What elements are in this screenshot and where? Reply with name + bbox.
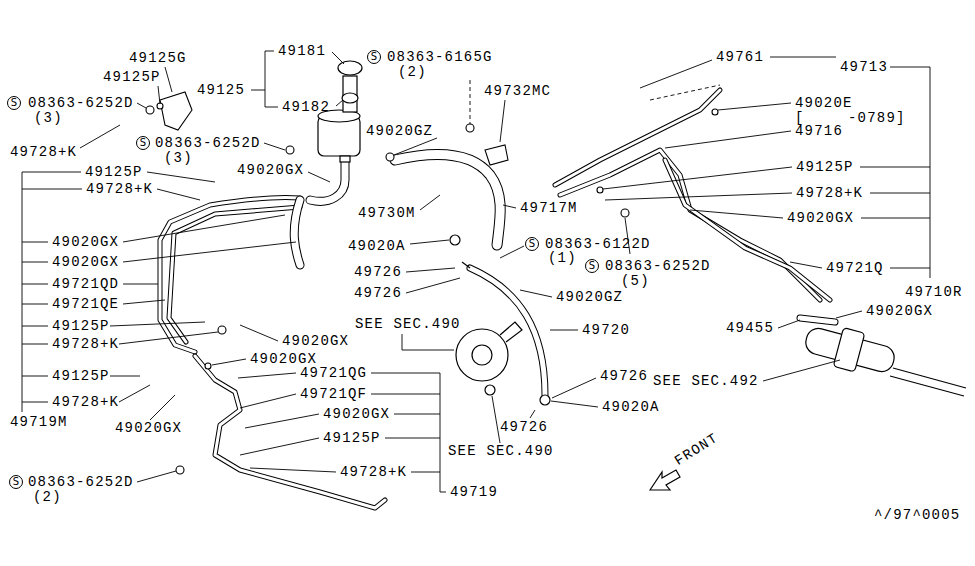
symbol-letter: S xyxy=(13,477,19,487)
part-label: 49020A xyxy=(348,237,406,255)
part-label: 49713 xyxy=(840,58,888,76)
part-label: 49182 xyxy=(282,98,330,116)
part-label: 49728+K xyxy=(52,335,119,353)
tubes xyxy=(160,90,835,508)
part-label: 49719 xyxy=(450,483,498,501)
part-label: 49732MC xyxy=(484,82,551,100)
part-label: SEE SEC.492 xyxy=(653,372,759,390)
part-label: 49020GX xyxy=(52,253,119,271)
part-label: 49730M xyxy=(358,204,416,222)
part-label: SEE SEC.490 xyxy=(448,442,554,460)
circled-symbol: S xyxy=(525,237,539,251)
part-label: 49125 xyxy=(197,81,245,99)
part-label: 08363-6165G xyxy=(387,48,493,66)
part-label: 49020GX xyxy=(52,233,119,251)
part-label: 49721Q xyxy=(826,259,884,277)
part-label: 49020GX xyxy=(282,332,349,350)
symbol-letter: S xyxy=(589,261,595,271)
part-label: 49728+K xyxy=(340,463,407,481)
part-label: 49721QF xyxy=(300,385,367,403)
part-label: 49726 xyxy=(354,263,402,281)
part-label: 49125P xyxy=(323,429,381,447)
part-label: 49720 xyxy=(582,321,630,339)
part-label: FRONT xyxy=(671,429,721,470)
front-arrow xyxy=(650,470,680,490)
part-label: (3) xyxy=(34,109,63,127)
part-label: 49721QG xyxy=(300,364,367,382)
part-label: (2) xyxy=(33,488,62,506)
part-label: 08363-6252D xyxy=(605,257,711,275)
circled-symbol: S xyxy=(7,96,21,110)
part-label: 49726 xyxy=(354,284,402,302)
part-label: 49726 xyxy=(500,418,548,436)
part-label: SEE SEC.490 xyxy=(355,315,461,333)
part-label: 49125G xyxy=(129,49,187,67)
part-label: 49020GX xyxy=(323,405,390,423)
circled-symbol: S xyxy=(136,136,150,150)
part-label: 49125P xyxy=(52,367,110,385)
part-label: 49761 xyxy=(716,48,764,66)
part-label: (2) xyxy=(398,63,427,81)
part-label: 08363-6252D xyxy=(155,134,261,152)
leader-lines xyxy=(22,51,930,492)
circled-symbol: S xyxy=(585,259,599,273)
part-label: 49721QD xyxy=(52,275,119,293)
part-label: 49125P xyxy=(103,68,161,86)
circled-symbol: S xyxy=(367,50,381,64)
symbol-letter: S xyxy=(371,52,377,62)
part-label: (5) xyxy=(621,272,650,290)
part-label: 49726 xyxy=(600,367,648,385)
part-label: 49125P xyxy=(796,158,854,176)
part-label: 49125P xyxy=(85,163,143,181)
part-label: 49710R xyxy=(905,283,963,301)
part-label: 49455 xyxy=(726,319,774,337)
part-label: 49719M xyxy=(10,413,68,431)
part-label: -0789] xyxy=(848,109,906,127)
bracket-and-bolts xyxy=(146,92,718,474)
part-label: 49181 xyxy=(278,42,326,60)
part-label: 49020A xyxy=(602,398,660,416)
part-label: 49721QE xyxy=(52,295,119,313)
part-label: (3) xyxy=(164,149,193,167)
pump xyxy=(450,235,550,405)
symbol-letter: S xyxy=(140,138,146,148)
part-label: 49728+K xyxy=(10,143,77,161)
part-label: 49020GX xyxy=(115,419,182,437)
part-label: 49728+K xyxy=(86,180,153,198)
part-label: 49020GX xyxy=(787,209,854,227)
part-label: ^/97^0005 xyxy=(874,506,960,524)
symbol-letter: S xyxy=(529,239,535,249)
part-label: 08363-6252D xyxy=(28,94,134,112)
part-label: 49020GZ xyxy=(366,122,433,140)
part-label: 49020GX xyxy=(237,161,304,179)
part-label: 49728+K xyxy=(52,393,119,411)
part-label: 49728+K xyxy=(796,184,863,202)
gear-box xyxy=(801,319,966,396)
part-label: 49020E xyxy=(795,94,853,112)
part-label: 08363-6252D xyxy=(28,473,134,491)
part-label: 49020GX xyxy=(866,302,933,320)
symbol-letter: S xyxy=(11,98,17,108)
part-label: 49716 xyxy=(795,122,843,140)
part-label: 49717M xyxy=(520,199,578,217)
circled-symbol: S xyxy=(9,475,23,489)
part-label: 49125P xyxy=(52,317,110,335)
part-label: (1) xyxy=(548,249,577,267)
part-label: 49020GZ xyxy=(556,288,623,306)
